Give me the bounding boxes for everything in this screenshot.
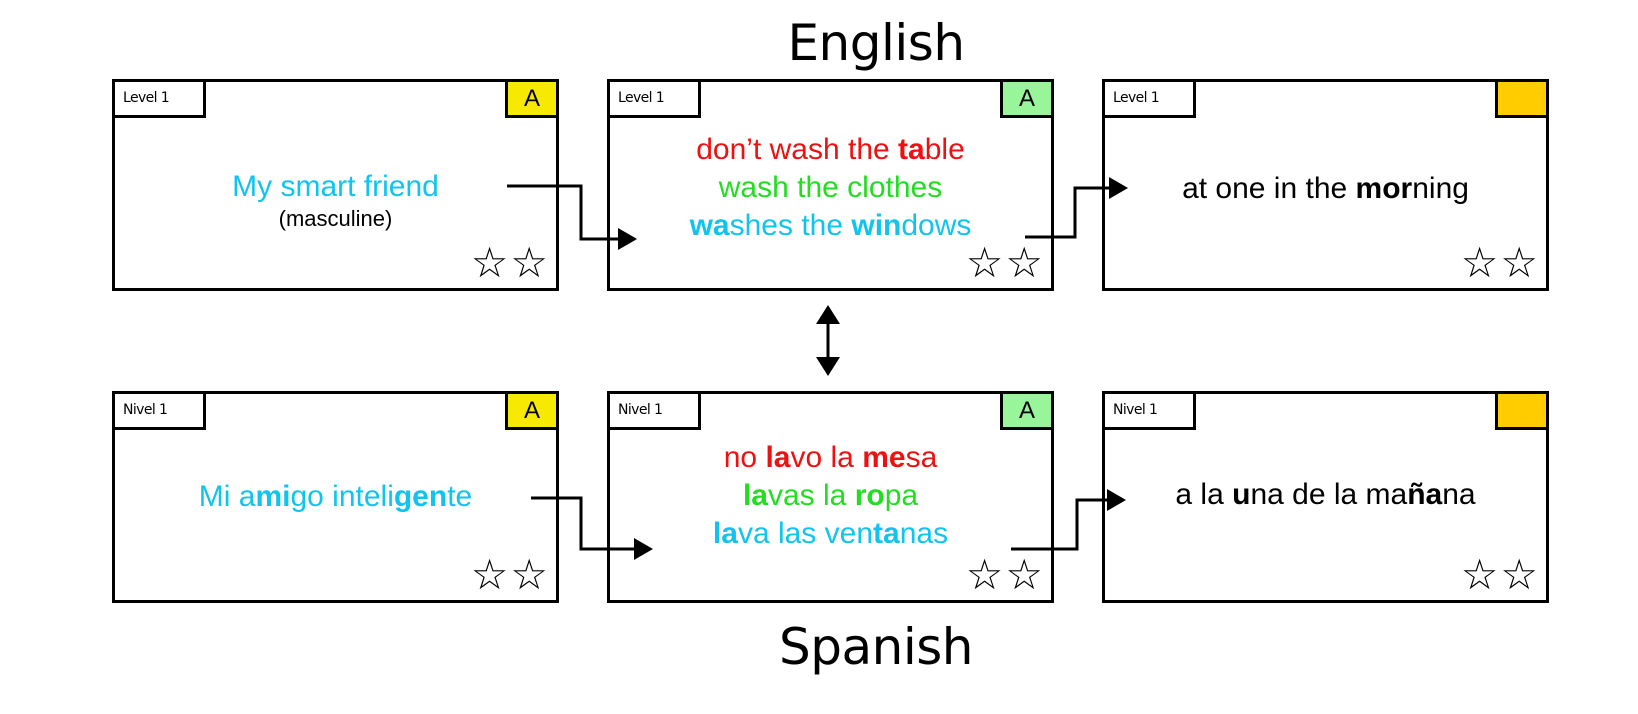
- level-tag: Level 1: [607, 79, 701, 118]
- phrase-line-red: no lavo la mesa: [723, 441, 938, 474]
- arrow-en2-en3: [1025, 186, 1112, 239]
- card-text: no lavo la mesa lavas la ropa lava las v…: [610, 439, 1051, 553]
- level-tag: Level 1: [1102, 79, 1196, 118]
- phrase-line: Mi amigo inteligente: [198, 480, 473, 513]
- rating-stars[interactable]: ☆☆: [1460, 551, 1540, 598]
- card-text: My smart friend (masculine): [115, 168, 556, 232]
- level-badge-green: A: [1000, 391, 1054, 430]
- phrase-note: (masculine): [278, 206, 393, 231]
- rating-stars[interactable]: ☆☆: [470, 551, 550, 598]
- card-english-3: Level 1 at one in the morning ☆☆: [1102, 79, 1549, 291]
- card-text: a la una de la mañana: [1105, 476, 1546, 514]
- phrase-line-green: wash the clothes: [718, 171, 943, 204]
- arrow-es2-es3: [1011, 498, 1109, 551]
- card-english-1: Level 1 A My smart friend (masculine) ☆☆: [112, 79, 559, 291]
- arrow-en1-en2: [507, 184, 620, 241]
- phrase-line: My smart friend: [232, 170, 439, 203]
- phrase-line-red: don’t wash the table: [696, 133, 965, 166]
- heading-english: English: [787, 14, 965, 72]
- card-spanish-3: Nivel 1 a la una de la mañana ☆☆: [1102, 391, 1549, 603]
- level-badge-amber: [1495, 79, 1549, 118]
- arrowhead-es3: [1107, 489, 1126, 511]
- card-text: Mi amigo inteligente: [115, 478, 556, 516]
- level-tag: Level 1: [112, 79, 206, 118]
- phrase-line-blue: lava las ventanas: [712, 517, 949, 550]
- level-tag: Nivel 1: [1102, 391, 1196, 430]
- phrase-line: at one in the morning: [1182, 172, 1469, 205]
- rating-stars[interactable]: ☆☆: [470, 239, 550, 286]
- card-spanish-1: Nivel 1 A Mi amigo inteligente ☆☆: [112, 391, 559, 603]
- arrowhead-en3: [1109, 177, 1128, 199]
- level-badge-yellow: A: [505, 391, 559, 430]
- rating-stars[interactable]: ☆☆: [965, 551, 1045, 598]
- card-english-2: Level 1 A don’t wash the table wash the …: [607, 79, 1054, 291]
- arrowhead-en2: [618, 228, 637, 250]
- level-badge-amber: [1495, 391, 1549, 430]
- card-text: at one in the morning: [1105, 170, 1546, 208]
- level-tag: Nivel 1: [112, 391, 206, 430]
- arrowhead-up: [816, 305, 840, 324]
- phrase-line: a la una de la mañana: [1175, 478, 1476, 511]
- card-text: don’t wash the table wash the clothes wa…: [610, 131, 1051, 245]
- arrowhead-es2: [634, 538, 653, 560]
- level-tag: Nivel 1: [607, 391, 701, 430]
- rating-stars[interactable]: ☆☆: [1460, 239, 1540, 286]
- phrase-line-blue: washes the windows: [689, 209, 972, 242]
- arrow-es1-es2: [531, 496, 637, 551]
- arrowhead-down: [816, 357, 840, 376]
- card-spanish-2: Nivel 1 A no lavo la mesa lavas la ropa …: [607, 391, 1054, 603]
- phrase-line-green: lavas la ropa: [742, 479, 919, 512]
- rating-stars[interactable]: ☆☆: [965, 239, 1045, 286]
- level-badge-yellow: A: [505, 79, 559, 118]
- level-badge-green: A: [1000, 79, 1054, 118]
- heading-spanish: Spanish: [779, 618, 973, 676]
